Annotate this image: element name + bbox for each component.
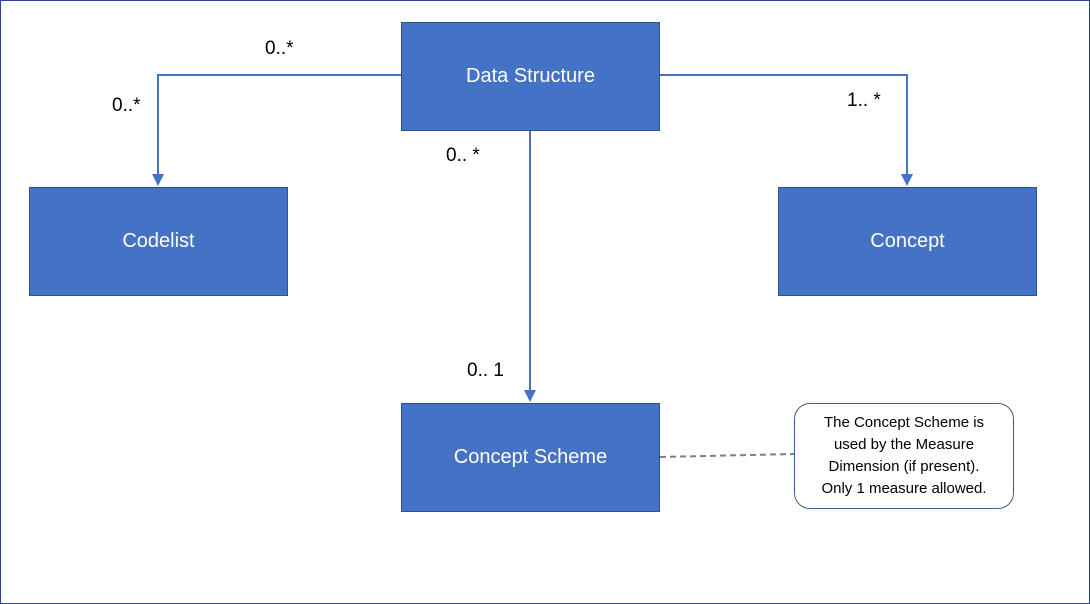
concept-scheme-box[interactable]: Concept Scheme (401, 403, 660, 512)
arrowhead-concept (901, 174, 913, 186)
multiplicity-concept: 1.. * (847, 90, 881, 111)
multiplicity-concept-scheme: 0.. 1 (467, 360, 504, 381)
concept-label: Concept (870, 230, 945, 252)
note-line: Only 1 measure allowed. (821, 480, 987, 497)
note-line: Dimension (if present). (828, 458, 980, 475)
concept-box[interactable]: Concept (778, 187, 1037, 296)
data-structure-box[interactable]: Data Structure (401, 22, 660, 131)
connector-data-structure-to-codelist (157, 74, 401, 176)
concept-scheme-note: The Concept Scheme is used by the Measur… (794, 403, 1014, 509)
note-dashed-connector (659, 453, 795, 458)
note-text: The Concept Scheme is used by the Measur… (821, 412, 986, 500)
arrowhead-codelist (152, 174, 164, 186)
concept-scheme-label: Concept Scheme (453, 446, 608, 468)
note-line: The Concept Scheme is (823, 414, 985, 431)
multiplicity-codelist: 0..* (112, 95, 141, 116)
multiplicity-data-structure-bottom: 0.. * (446, 145, 480, 166)
connector-data-structure-to-concept (660, 74, 908, 176)
arrowhead-concept-scheme (524, 390, 536, 402)
codelist-label: Codelist (122, 230, 195, 252)
multiplicity-data-structure-left: 0..* (265, 38, 294, 59)
codelist-box[interactable]: Codelist (29, 187, 288, 296)
data-structure-label: Data Structure (466, 65, 595, 87)
note-line: used by the Measure (833, 436, 975, 453)
